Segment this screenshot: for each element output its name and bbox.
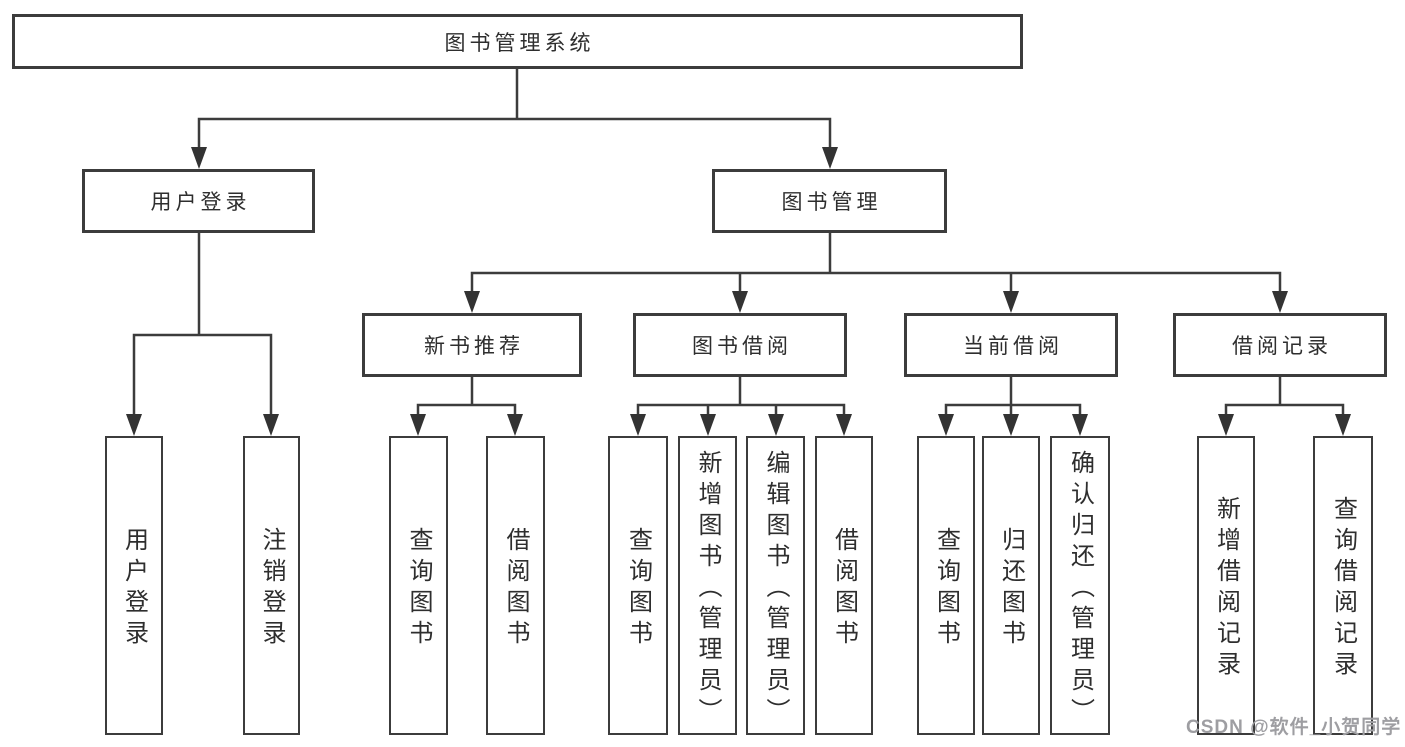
node-label: 查询图书 — [932, 527, 960, 651]
node-label: 图书借阅 — [692, 335, 792, 358]
node-label: 查询图书 — [624, 527, 652, 651]
node-cb-return-books: 归还图书 — [982, 436, 1040, 735]
node-label: 当前借阅 — [963, 335, 1063, 358]
node-bb-edit-books: 编辑图书（管理员） — [746, 436, 805, 735]
node-label: 新增借阅记录 — [1212, 496, 1240, 682]
node-cb-confirm-return: 确认归还（管理员） — [1050, 436, 1110, 735]
node-label: 确认归还（管理员） — [1066, 449, 1094, 729]
node-label: 归还图书 — [997, 527, 1025, 651]
node-label: 注销登录 — [258, 527, 285, 651]
node-system: 图书管理系统 — [12, 14, 1023, 69]
node-label: 新书推荐 — [424, 335, 524, 358]
node-label: 图书管理 — [781, 191, 882, 214]
node-label: 编辑图书（管理员） — [762, 449, 789, 729]
node-user-login-leaf: 用户登录 — [105, 436, 163, 735]
node-label: 借阅记录 — [1232, 335, 1332, 358]
node-borrowing-records: 借阅记录 — [1173, 313, 1387, 377]
node-new-book-recommend: 新书推荐 — [362, 313, 582, 377]
node-label: 查询图书 — [405, 527, 432, 651]
node-label: 新增图书（管理员） — [694, 449, 721, 729]
node-bb-query-books: 查询图书 — [608, 436, 668, 735]
node-label: 用户登录 — [120, 527, 148, 651]
node-book-borrowing: 图书借阅 — [633, 313, 847, 377]
watermark: CSDN @软件_小贺同学 — [1186, 717, 1402, 738]
node-br-query-record: 查询借阅记录 — [1313, 436, 1373, 735]
node-bb-add-books: 新增图书（管理员） — [678, 436, 737, 735]
node-label: 查询借阅记录 — [1329, 496, 1357, 682]
node-nb-query-books: 查询图书 — [389, 436, 448, 735]
node-label: 用户登录 — [150, 191, 251, 214]
node-book-management: 图书管理 — [712, 169, 947, 233]
node-label: 借阅图书 — [830, 527, 858, 651]
node-label: 借阅图书 — [502, 527, 529, 651]
node-br-add-record: 新增借阅记录 — [1197, 436, 1255, 735]
node-bb-borrow-books: 借阅图书 — [815, 436, 873, 735]
node-logout: 注销登录 — [243, 436, 300, 735]
node-nb-borrow-books: 借阅图书 — [486, 436, 545, 735]
node-current-borrowing: 当前借阅 — [904, 313, 1118, 377]
node-user-login-branch: 用户登录 — [82, 169, 315, 233]
node-cb-query-books: 查询图书 — [917, 436, 975, 735]
node-label: 图书管理系统 — [444, 31, 595, 55]
